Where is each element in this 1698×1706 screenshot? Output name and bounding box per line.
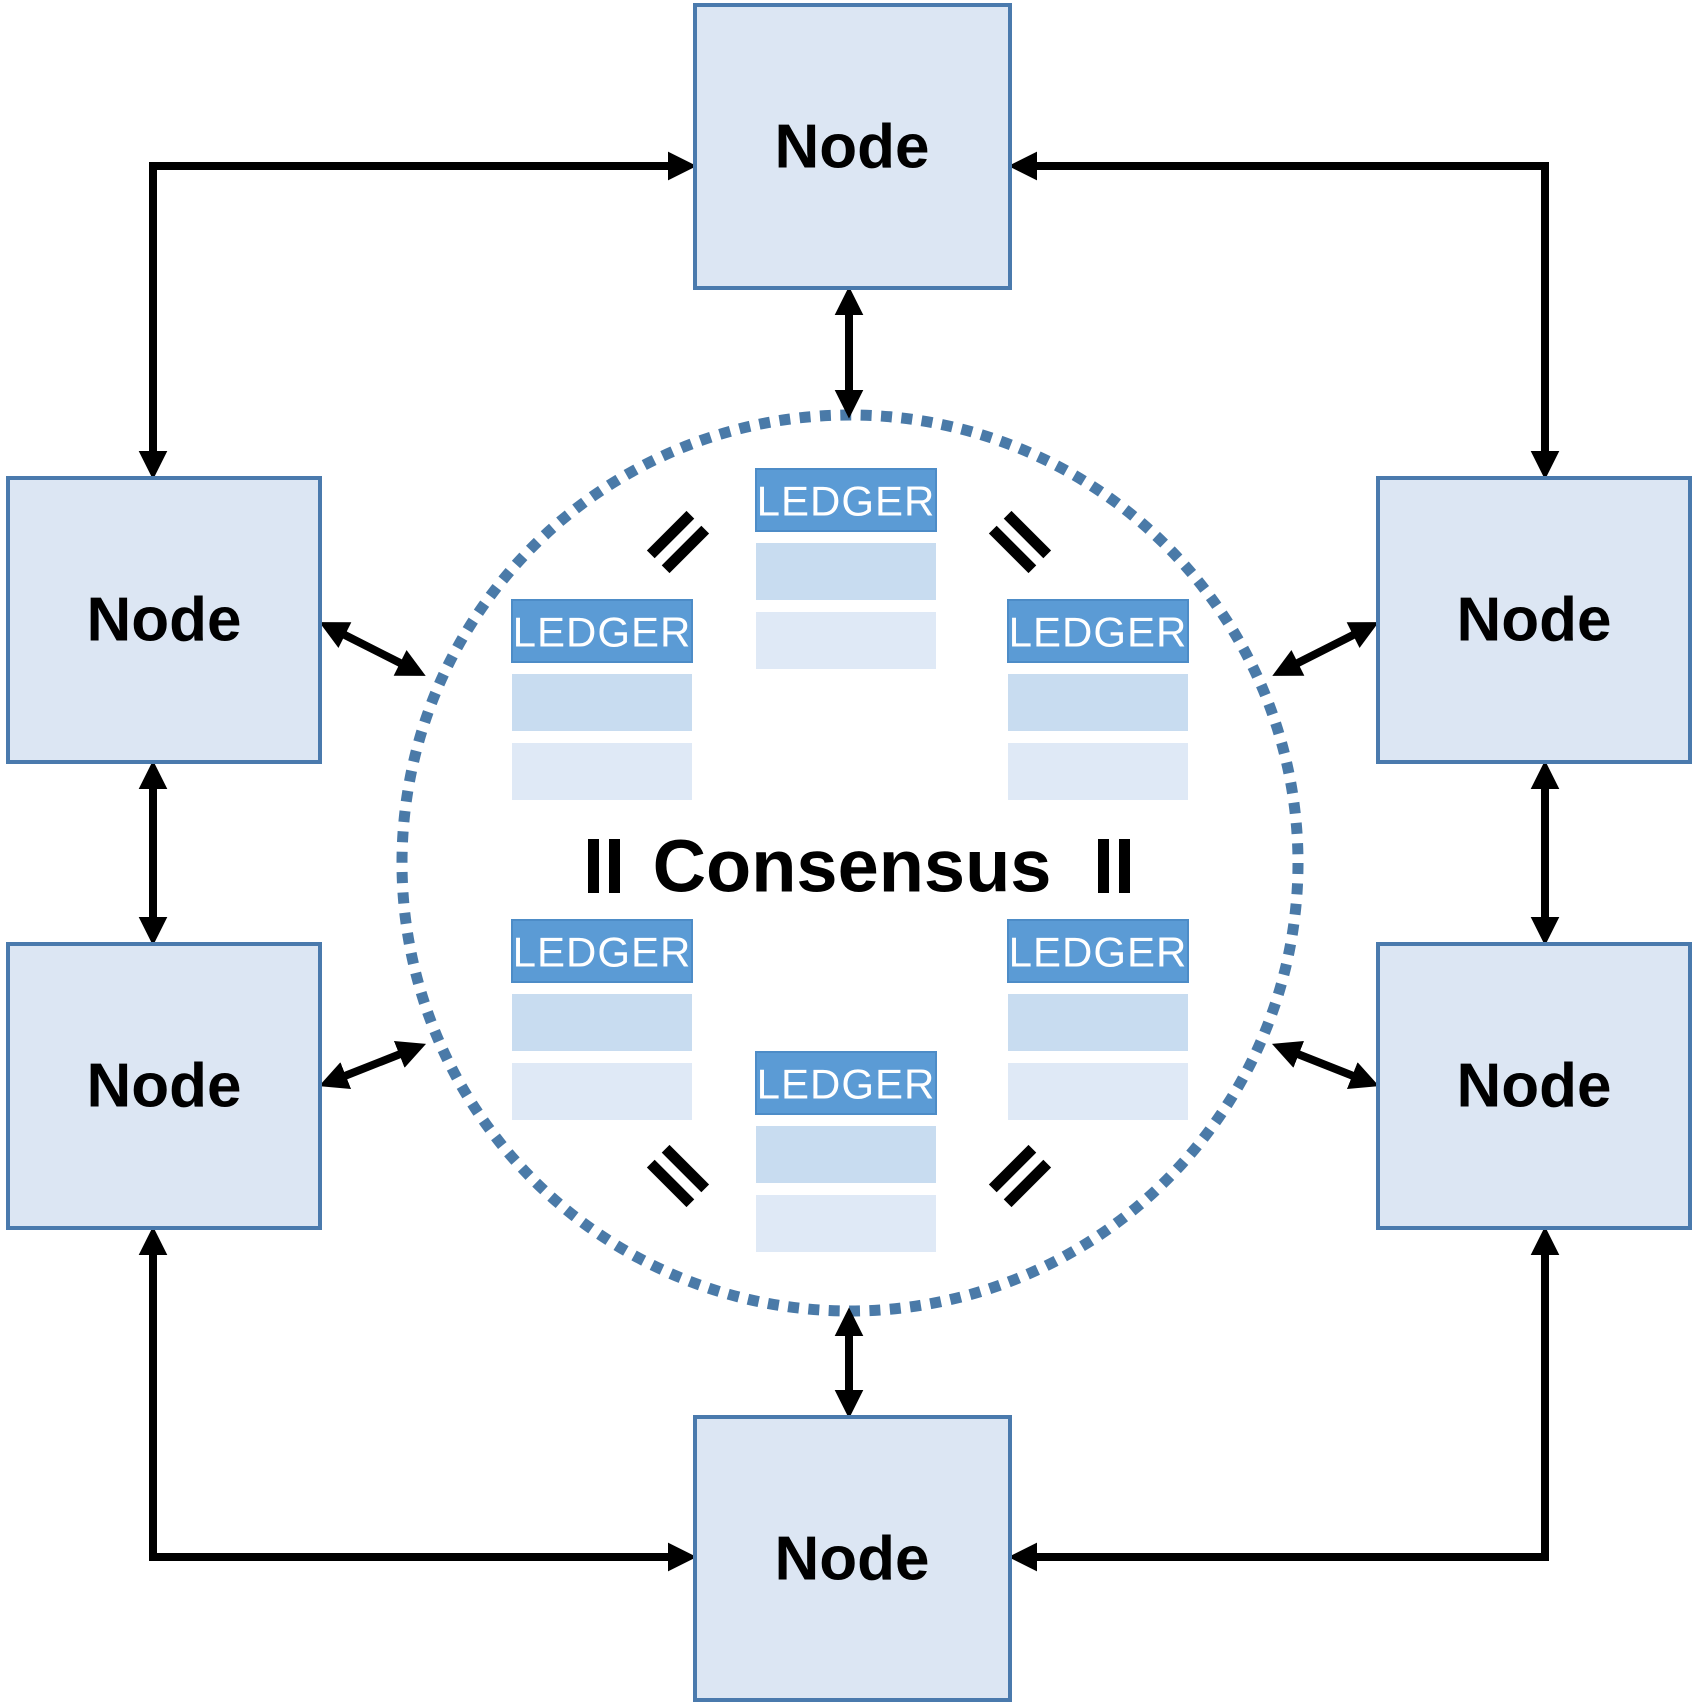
equals-bar <box>646 1159 695 1208</box>
arrow-elbow-bottom-right <box>1008 1226 1560 1572</box>
ledger-row <box>1008 674 1188 731</box>
ledger-title: LEDGER <box>513 609 692 656</box>
equals-icon-middle-left <box>588 839 620 893</box>
ledger-row <box>756 1126 936 1183</box>
node-box <box>1376 942 1692 1230</box>
equals-icon-lower-right <box>988 1144 1052 1208</box>
ledger-title: LEDGER <box>513 929 692 976</box>
ledger-upper-left: LEDGER <box>511 599 693 800</box>
equals-icon-middle-right <box>1098 839 1130 893</box>
ledger-row <box>756 543 936 600</box>
ledger-header-bar <box>511 599 693 663</box>
node-box <box>693 3 1012 290</box>
arrow-elbow-bottom-left <box>138 1226 697 1572</box>
ledger-header-bar <box>1007 919 1189 983</box>
arrow-left-lower-node-circle <box>318 1041 427 1089</box>
ledger-row <box>512 743 692 800</box>
equals-bar <box>661 525 710 574</box>
ledger-header-bar <box>755 1051 937 1115</box>
ledger-top: LEDGER <box>755 468 937 669</box>
ledger-title: LEDGER <box>1009 609 1188 656</box>
equals-bar <box>1119 839 1130 893</box>
ledger-row <box>512 1063 692 1120</box>
ledger-title: LEDGER <box>1009 929 1188 976</box>
node-label: Node <box>775 1525 930 1594</box>
equals-icon-upper-right <box>988 510 1052 574</box>
node-label: Node <box>87 586 242 655</box>
ledger-row <box>512 674 692 731</box>
ledger-row <box>1008 743 1188 800</box>
ledger-row <box>1008 1063 1188 1120</box>
equals-bar <box>646 510 695 559</box>
equals-icon-lower-left <box>646 1144 710 1208</box>
ledger-title: LEDGER <box>757 478 936 525</box>
node-box <box>1376 476 1692 764</box>
node-left-upper: Node <box>6 476 322 764</box>
consensus-title: Consensus <box>653 825 1052 908</box>
equals-icon-upper-left <box>646 510 710 574</box>
node-label: Node <box>87 1052 242 1121</box>
arrow-right-upper-node-circle <box>1272 622 1379 676</box>
equals-bar <box>988 1144 1037 1193</box>
node-right-upper: Node <box>1376 476 1692 764</box>
ledger-row <box>1008 994 1188 1051</box>
ledger-lower-right: LEDGER <box>1007 919 1189 1120</box>
node-box <box>693 1415 1012 1702</box>
node-label: Node <box>1457 1052 1612 1121</box>
ledger-row <box>756 1195 936 1252</box>
equals-bar <box>1003 510 1052 559</box>
equals-bar <box>609 839 620 893</box>
ledger-header-bar <box>511 919 693 983</box>
arrow-elbow-top-right <box>1008 151 1560 480</box>
arrow-elbow-top-left <box>138 151 697 480</box>
node-top: Node <box>693 3 1012 290</box>
arrow-right-lower-node-circle <box>1271 1041 1380 1089</box>
equals-bar <box>588 839 599 893</box>
node-label: Node <box>775 113 930 182</box>
ledger-bottom: LEDGER <box>755 1051 937 1252</box>
node-box <box>6 476 322 764</box>
arrow-left-upper-node-circle <box>319 622 426 676</box>
node-label: Node <box>1457 586 1612 655</box>
ledger-lower-left: LEDGER <box>511 919 693 1120</box>
ledger-header-bar <box>1007 599 1189 663</box>
ledger-row <box>756 612 936 669</box>
equals-bar <box>661 1144 710 1193</box>
ledger-upper-right: LEDGER <box>1007 599 1189 800</box>
equals-bar <box>1003 1159 1052 1208</box>
ledger-header-bar <box>755 468 937 532</box>
node-bottom: Node <box>693 1415 1012 1702</box>
equals-bar <box>1098 839 1109 893</box>
ledger-row <box>512 994 692 1051</box>
equals-bar <box>988 525 1037 574</box>
node-left-lower: Node <box>6 942 322 1230</box>
node-box <box>6 942 322 1230</box>
node-right-lower: Node <box>1376 942 1692 1230</box>
ledger-title: LEDGER <box>757 1061 936 1108</box>
